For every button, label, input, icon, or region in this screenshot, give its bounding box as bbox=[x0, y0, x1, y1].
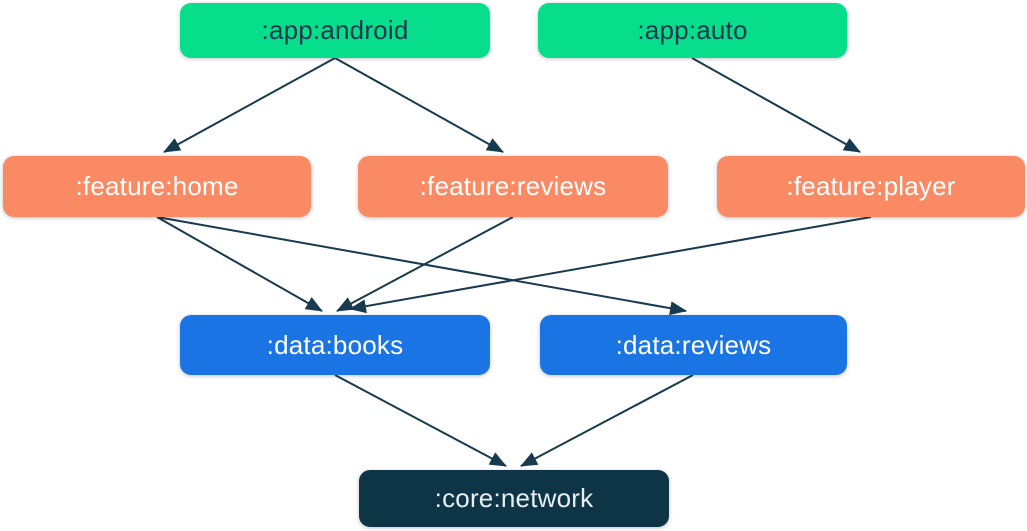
node-data-books: :data:books bbox=[180, 315, 490, 375]
edge-data-reviews-to-core-network bbox=[520, 374, 694, 467]
edge-data-books-to-core-network bbox=[334, 374, 507, 467]
edge-app-android-to-feature-reviews bbox=[334, 57, 504, 153]
edge-feature-home-to-data-reviews bbox=[156, 216, 687, 316]
edge-feature-reviews-to-data-books bbox=[336, 216, 514, 312]
node-feature-reviews: :feature:reviews bbox=[358, 156, 668, 217]
node-app-android: :app:android bbox=[180, 3, 490, 58]
edge-app-auto-to-feature-player bbox=[691, 57, 861, 153]
node-core-network: :core:network bbox=[359, 470, 669, 527]
edge-feature-player-to-data-books bbox=[349, 216, 872, 314]
node-feature-home: :feature:home bbox=[3, 156, 311, 217]
node-feature-player: :feature:player bbox=[717, 156, 1025, 217]
edge-feature-home-to-data-books bbox=[156, 216, 323, 312]
node-app-auto: :app:auto bbox=[538, 3, 847, 58]
node-data-reviews: :data:reviews bbox=[540, 315, 847, 375]
edge-group bbox=[156, 57, 872, 467]
edge-app-android-to-feature-home bbox=[163, 57, 336, 153]
